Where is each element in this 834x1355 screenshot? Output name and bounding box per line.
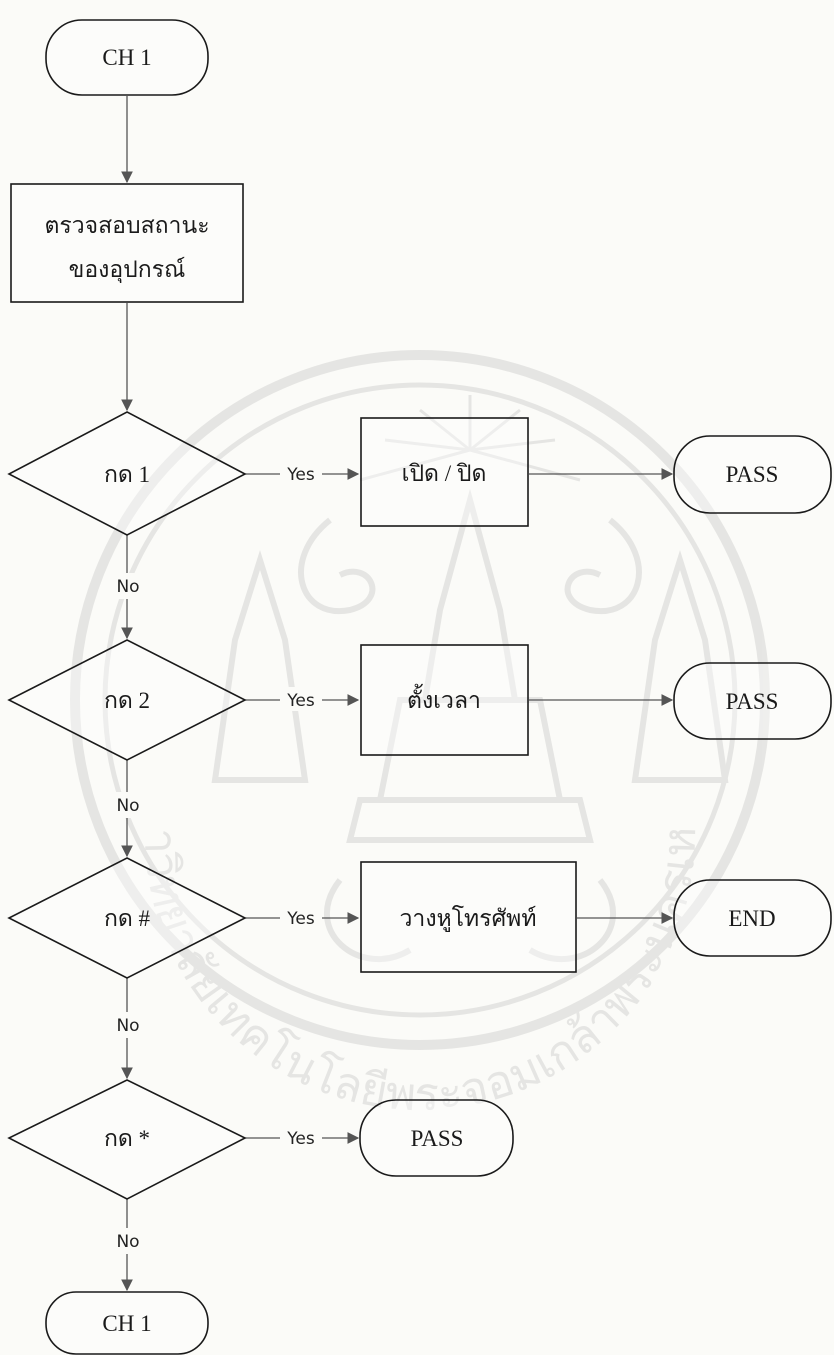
edge-label-yes-1: Yes [280,461,322,485]
edge-label-yes-3: Yes [280,905,322,929]
svg-text:No: No [116,1016,139,1036]
decision-press-hash-label: กด # [104,906,151,931]
edge-label-no-1: No [112,573,144,599]
action-hang-up-label: วางหูโทรศัพท์ [399,905,536,932]
decision-press-star-label: กด * [104,1126,150,1151]
action-on-off-label: เปิด / ปิด [402,461,487,486]
edge-label-yes-4: Yes [280,1125,322,1149]
next-channel-terminal: CH 1 [45,1291,209,1355]
check-status-line-1: ตรวจสอบสถานะ [44,213,209,238]
action-on-off-process: เปิด / ปิด [360,417,529,527]
action-set-time-process: ตั้งเวลา [360,644,529,756]
start-terminal-label: CH 1 [102,45,151,70]
result-pass-2-terminal: PASS [673,662,832,740]
svg-text:No: No [116,577,139,597]
edge-label-no-2: No [112,792,144,818]
svg-text:Yes: Yes [286,909,315,929]
result-end-label: END [728,906,775,931]
edge-label-yes-2: Yes [280,687,322,711]
svg-text:No: No [116,796,139,816]
result-pass-3-terminal: PASS [359,1099,514,1177]
edge-label-no-4: No [112,1228,144,1254]
decision-press-1: กด 1 [7,411,247,536]
decision-press-star: กด * [7,1079,247,1200]
edge-label-no-3: No [112,1012,144,1038]
action-set-time-label: ตั้งเวลา [407,684,481,713]
decision-press-2: กด 2 [7,639,247,761]
result-pass-1-terminal: PASS [673,435,832,514]
next-channel-label: CH 1 [102,1311,151,1336]
decision-press-2-label: กด 2 [104,688,150,713]
start-terminal: CH 1 [45,19,209,96]
action-hang-up-process: วางหูโทรศัพท์ [360,861,577,973]
result-pass-3-label: PASS [411,1126,464,1151]
decision-press-hash: กด # [7,857,247,979]
svg-text:Yes: Yes [286,465,315,485]
result-end-terminal: END [673,879,832,957]
svg-text:Yes: Yes [286,1129,315,1149]
result-pass-2-label: PASS [726,689,779,714]
svg-text:Yes: Yes [286,691,315,711]
svg-text:No: No [116,1232,139,1252]
check-status-process: ตรวจสอบสถานะ ของอุปกรณ์ [10,183,244,303]
decision-press-1-label: กด 1 [104,462,150,487]
check-status-line-2: ของอุปกรณ์ [69,256,186,283]
result-pass-1-label: PASS [726,462,779,487]
